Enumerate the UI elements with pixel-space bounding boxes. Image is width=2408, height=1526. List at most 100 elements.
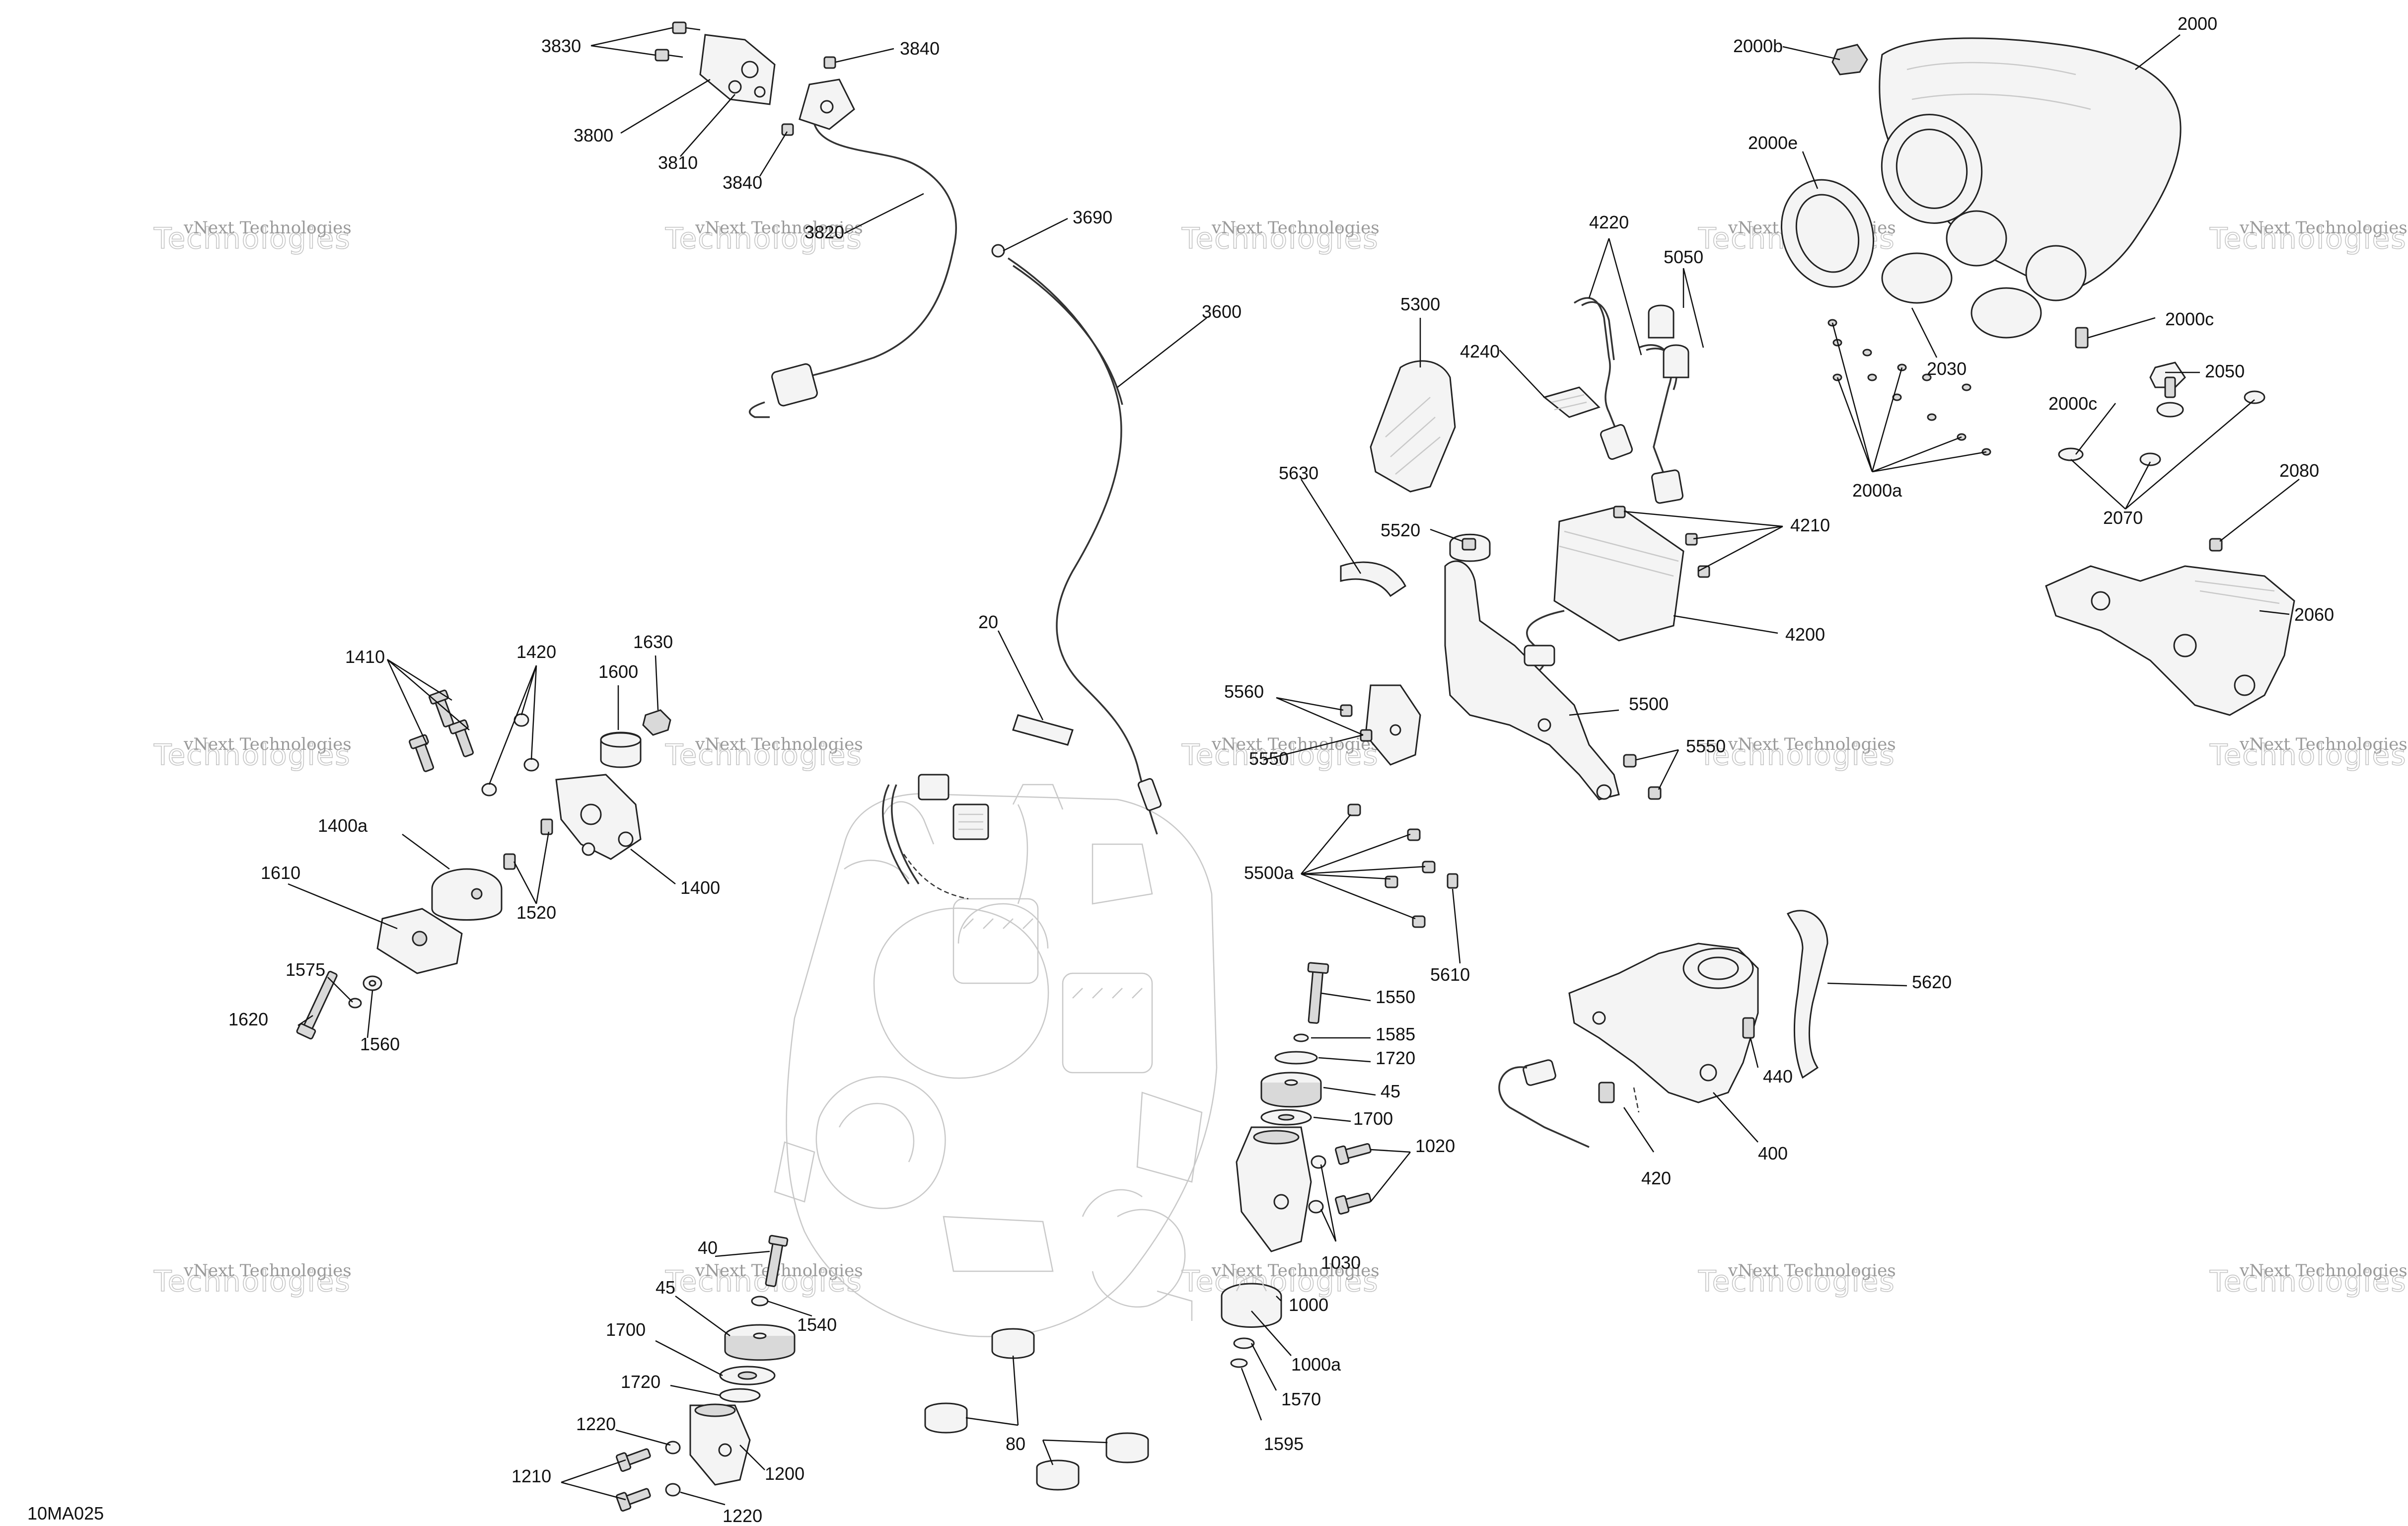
part-420-sensor [1498, 1059, 1640, 1148]
part-4240-connector [1542, 386, 1601, 418]
label-20: 20 [978, 612, 998, 632]
label-1220: 1220 [723, 1506, 762, 1526]
svg-text:Technologies: Technologies [153, 1264, 351, 1298]
washers-1220 [665, 1441, 681, 1497]
svg-text:vNext Technologies: vNext Technologies [1728, 1261, 1896, 1281]
label-2000: 2000 [2178, 13, 2217, 34]
svg-text:vNext Technologies: vNext Technologies [695, 734, 863, 754]
part-2060-bracket [2045, 565, 2295, 716]
engine-wire-harness [882, 774, 1028, 904]
label-5550: 5550 [1249, 748, 1289, 769]
label-1700: 1700 [1353, 1108, 1393, 1129]
label-1220: 1220 [576, 1414, 616, 1434]
label-3820: 3820 [804, 222, 844, 242]
part-1540-washer [751, 1296, 769, 1307]
label-3800: 3800 [574, 125, 613, 145]
svg-text:Technologies: Technologies [2209, 221, 2407, 255]
label-1030: 1030 [1321, 1252, 1361, 1273]
part-3800-sensor-bracket [699, 34, 776, 105]
label-4210: 4210 [1790, 515, 1830, 535]
label-1550: 1550 [1376, 987, 1415, 1007]
label-5560: 5560 [1224, 681, 1264, 702]
label-5500a: 5500a [1244, 863, 1294, 883]
label-2050: 2050 [2205, 361, 2245, 381]
diagram-code: 10MA025 [27, 1503, 104, 1524]
label-1570: 1570 [1281, 1389, 1321, 1409]
callout-labels: 3830 3840 3800 3810 3840 3820 3690 3600 … [228, 13, 2334, 1526]
part-1000-bracket [1236, 1126, 1312, 1252]
label-2070: 2070 [2103, 508, 2143, 528]
label-3830: 3830 [541, 36, 581, 56]
label-1420: 1420 [516, 642, 556, 662]
part-1400a-mount [431, 868, 503, 921]
parts-2070-caps [2058, 390, 2265, 466]
label-5520: 5520 [1381, 520, 1420, 540]
leader-lines [288, 27, 2300, 1506]
part-2030-clamps [1881, 252, 2042, 339]
label-5300: 5300 [1400, 294, 1440, 314]
label-1520: 1520 [516, 902, 556, 923]
label-45: 45 [1381, 1081, 1400, 1101]
svg-text:vNext Technologies: vNext Technologies [1211, 1261, 1380, 1281]
label-440: 440 [1763, 1066, 1793, 1087]
label-1400: 1400 [680, 877, 720, 898]
svg-text:vNext Technologies: vNext Technologies [2239, 218, 2408, 238]
label-1000: 1000 [1289, 1295, 1328, 1315]
part-1720-ring [719, 1388, 761, 1403]
label-1630: 1630 [633, 632, 673, 652]
label-5630: 5630 [1279, 463, 1318, 483]
part-5500-bracket [1365, 560, 1620, 800]
svg-text:vNext Technologies: vNext Technologies [1211, 218, 1380, 238]
label-1540: 1540 [797, 1314, 837, 1335]
label-45: 45 [656, 1277, 675, 1298]
part-45-mount [724, 1324, 796, 1361]
washers-1030 [1308, 1155, 1326, 1214]
part-5520-clamp [1449, 533, 1491, 562]
part-2000e-ring [1780, 179, 1875, 288]
part-5620-cover [1786, 910, 1828, 1079]
part-1560-washer [363, 975, 382, 991]
label-1720: 1720 [621, 1372, 660, 1392]
part-5050-boots [1648, 304, 1689, 378]
part-1610-plate [376, 908, 463, 974]
bolts-1020 [1335, 1143, 1372, 1215]
part-400-housing [1568, 943, 1759, 1103]
screws-5550 [1623, 754, 1662, 800]
part-440-screw [1742, 1017, 1755, 1039]
label-4200: 4200 [1785, 624, 1825, 645]
label-5610: 5610 [1430, 964, 1470, 985]
part-2000-airbox [1879, 37, 2182, 301]
label-3690: 3690 [1073, 207, 1112, 227]
label-2000c: 2000c [2165, 309, 2214, 329]
label-4240: 4240 [1460, 341, 1500, 362]
svg-text:vNext Technologies: vNext Technologies [1728, 734, 1896, 754]
label-1700: 1700 [606, 1319, 646, 1340]
label-1610: 1610 [261, 863, 300, 883]
label-4220: 4220 [1589, 212, 1629, 232]
label-1200: 1200 [765, 1463, 804, 1484]
label-1410: 1410 [345, 647, 385, 667]
part-1550-bolt [1307, 962, 1329, 1024]
svg-text:Technologies: Technologies [1181, 221, 1379, 255]
svg-text:Technologies: Technologies [1181, 738, 1379, 772]
label-2000c: 2000c [2048, 393, 2097, 414]
part-1700-ring [719, 1366, 776, 1385]
label-2000b: 2000b [1733, 36, 1783, 56]
svg-text:vNext Technologies: vNext Technologies [2239, 1261, 2408, 1281]
parts-2000a-clips [1827, 319, 1991, 456]
label-1620: 1620 [228, 1009, 268, 1029]
svg-text:Technologies: Technologies [665, 738, 863, 772]
label-2000e: 2000e [1748, 133, 1798, 153]
label-2000a: 2000a [1852, 480, 1902, 501]
